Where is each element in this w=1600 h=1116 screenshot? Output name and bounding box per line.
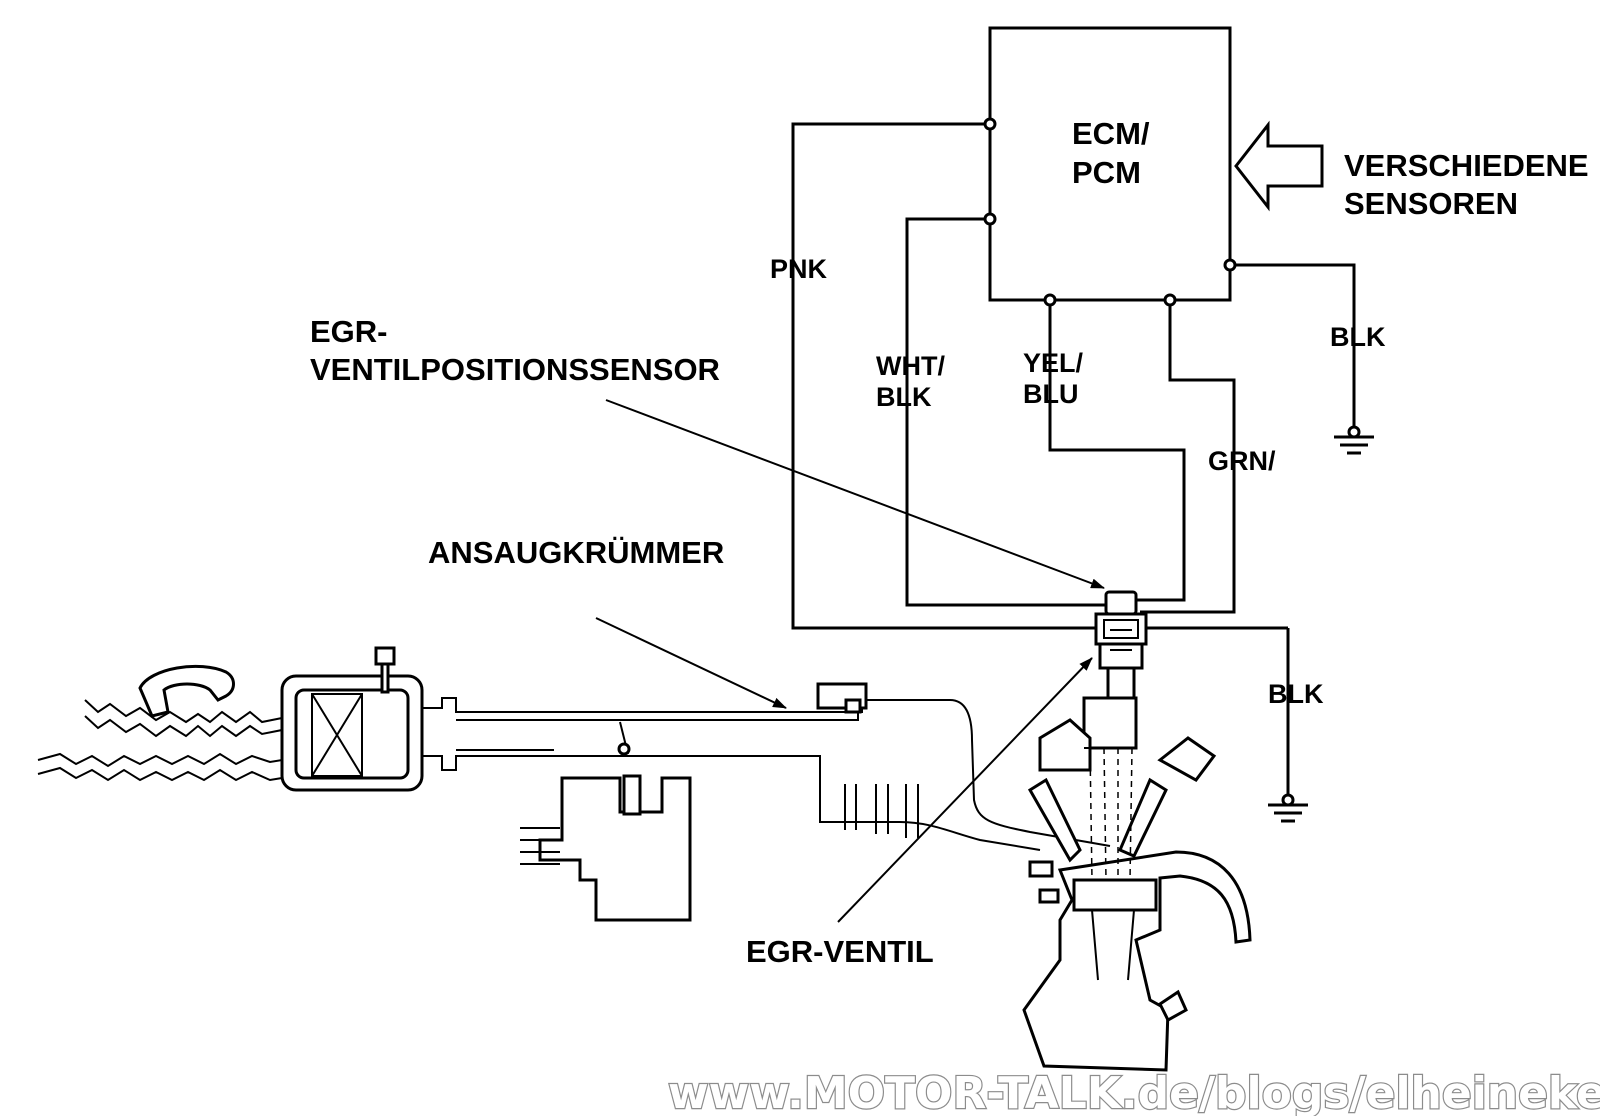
wire-wht-blk <box>905 217 1106 607</box>
ecm-pcm-module: ECM/ PCM <box>988 26 1232 302</box>
sensors-label-line1: VERSCHIEDENE <box>1344 148 1589 183</box>
wire-label-grn: GRN/ <box>1208 446 1276 476</box>
callout-egr-sensor-line2: VENTILPOSITIONSSENSOR <box>310 352 720 387</box>
air-intake-system <box>37 646 1111 922</box>
wire-grn <box>1140 300 1236 614</box>
ground-symbol-top <box>1334 425 1374 455</box>
wire-label-yel-blu-2: BLU <box>1023 379 1079 409</box>
sensor-input-arrow: VERSCHIEDENE SENSOREN <box>1234 120 1589 221</box>
leader-lines <box>595 399 1105 923</box>
wire-label-wht-blk-1: WHT/ <box>876 351 945 381</box>
wire-label-blk-top: BLK <box>1330 322 1386 352</box>
wire-yel-blu <box>1048 300 1186 602</box>
wiring <box>791 117 1356 800</box>
callout-egr-sensor-line1: EGR- <box>310 314 388 349</box>
wire-label-wht-blk-2: BLK <box>876 382 932 412</box>
callout-intake-manifold: ANSAUGKRÜMMER <box>428 535 724 570</box>
wire-label-pnk: PNK <box>770 254 828 284</box>
ground-symbol-bottom <box>1268 793 1308 823</box>
callout-egr-valve: EGR-VENTIL <box>746 934 934 969</box>
wire-blk-top <box>1230 263 1356 432</box>
ecm-label-line2: PCM <box>1072 155 1141 190</box>
wire-label-yel-blu-1: YEL/ <box>1023 348 1084 378</box>
engine-cutaway <box>1022 697 1252 1072</box>
ecm-label-line1: ECM/ <box>1072 116 1150 151</box>
wire-pnk <box>791 122 1288 630</box>
egr-valve <box>1082 590 1148 750</box>
sensors-label-line2: SENSOREN <box>1344 186 1518 221</box>
wire-label-blk-bottom: BLK <box>1268 679 1324 709</box>
watermark-url: www.MOTOR-TALK.de/blogs/elheineken/ <box>668 1068 1600 1116</box>
